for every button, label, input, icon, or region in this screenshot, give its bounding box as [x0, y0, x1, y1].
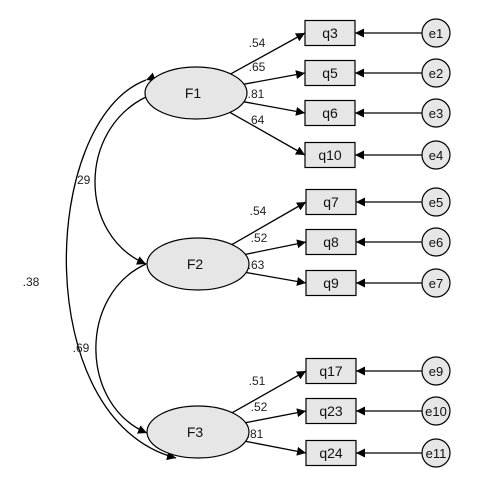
item-q6-label: q6 [322, 105, 338, 121]
error-e3-label: e3 [429, 106, 443, 121]
item-q24-box [305, 439, 357, 467]
error-e1-circle [421, 18, 451, 48]
loading-arrow-q6 [243, 101, 306, 116]
loading-arrow-q5 [243, 70, 306, 85]
item-q7-label: q7 [323, 194, 339, 210]
item-q9-label: q9 [323, 275, 339, 291]
item-q5-box [304, 59, 356, 87]
error-e6-circle [421, 227, 451, 257]
item-q3-box [304, 19, 356, 47]
factor-f2-label: F2 [187, 256, 204, 272]
factor-f1-ellipse [144, 66, 248, 120]
error-e5-circle [421, 187, 451, 217]
correlation-label-f1-f2: .29 [74, 173, 91, 187]
item-q6-box [304, 99, 356, 127]
correlation-label-f2-f3: .69 [73, 341, 90, 355]
item-q8-box [305, 228, 357, 256]
loading-label-q24: .81 [247, 427, 264, 441]
item-q3-label: q3 [322, 25, 338, 41]
loading-label-q5: .65 [249, 60, 266, 74]
loading-label-q10: .64 [248, 113, 265, 127]
error-e9-circle [421, 356, 451, 386]
loading-label-q3: .54 [249, 36, 266, 50]
loading-arrow-q9 [246, 271, 307, 286]
error-e11-circle [421, 438, 451, 468]
error-e4-circle [421, 140, 451, 170]
loading-arrow-q3 [230, 32, 306, 75]
item-q8-label: q8 [323, 234, 339, 250]
loading-arrow-q17 [231, 370, 307, 414]
item-q10-label: q10 [318, 147, 342, 163]
loading-label-q7: .54 [250, 204, 267, 218]
error-e1-label: e1 [429, 26, 443, 41]
item-q23-box [305, 397, 357, 425]
loading-arrow-q24 [245, 440, 307, 456]
correlation-path-f1-f2 [94, 89, 157, 265]
error-e6-label: e6 [429, 235, 443, 250]
loading-arrow-q7 [231, 201, 307, 246]
error-e7-circle [421, 268, 451, 298]
item-q9-box [305, 269, 357, 297]
loading-label-q17: .51 [249, 374, 266, 388]
loading-arrow-q10 [229, 111, 306, 156]
correlation-path-f2-f3 [95, 256, 157, 434]
factor-f3-label: F3 [187, 424, 204, 440]
correlation-label-f1-f3: .38 [23, 275, 40, 289]
item-q10-box [304, 141, 356, 169]
error-e11-label: e11 [426, 446, 447, 461]
error-e5-label: e5 [429, 195, 443, 210]
loading-label-q8: .52 [251, 231, 268, 245]
error-e2-label: e2 [429, 66, 443, 81]
loading-arrow-q23 [245, 408, 307, 424]
item-q23-label: q23 [319, 403, 343, 419]
error-e10-circle [421, 396, 451, 426]
item-q5-label: q5 [322, 65, 338, 81]
loading-label-q23: .52 [251, 400, 268, 414]
correlation-path-f1-f3 [65, 72, 177, 461]
item-q24-label: q24 [319, 445, 343, 461]
factor-f2-ellipse [146, 237, 250, 291]
error-e10-label: e10 [425, 404, 447, 419]
error-e7-label: e7 [429, 276, 443, 291]
error-e9-label: e9 [429, 364, 443, 379]
error-e3-circle [421, 98, 451, 128]
factor-f1-label: F1 [185, 85, 202, 101]
factor-f3-ellipse [146, 405, 250, 459]
loading-label-q6: .81 [248, 87, 265, 101]
error-e4-label: e4 [429, 148, 443, 163]
item-q7-box [305, 188, 357, 216]
loading-label-q9: .63 [248, 258, 265, 272]
loading-arrow-q8 [245, 239, 307, 256]
item-q17-label: q17 [319, 363, 343, 379]
item-q17-box [305, 357, 357, 385]
error-e2-circle [421, 58, 451, 88]
